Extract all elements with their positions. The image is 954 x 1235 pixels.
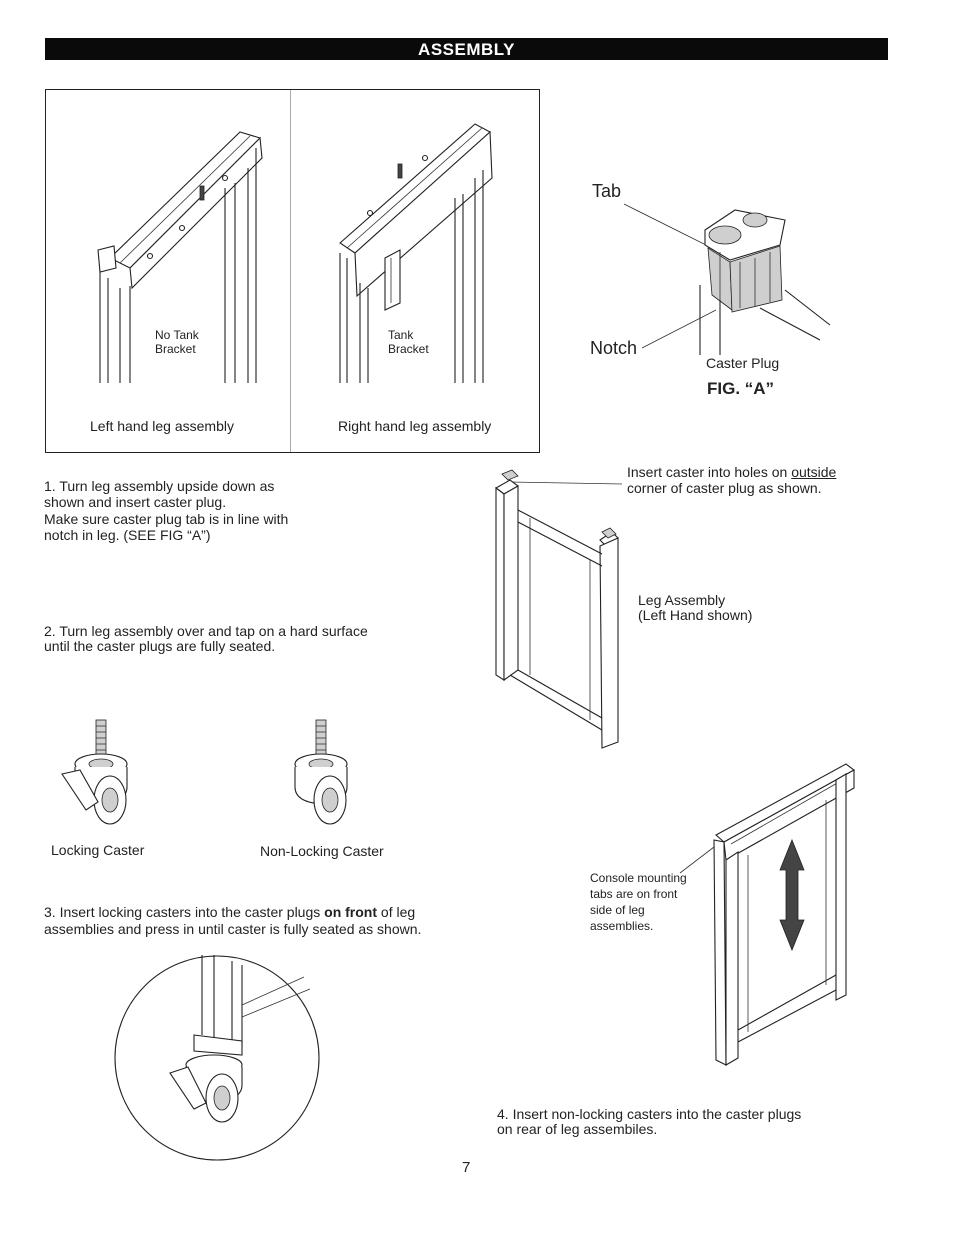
non-locking-caster-label: Non-Locking Caster [260, 843, 384, 859]
step1-line1: 1. Turn leg assembly upside down as [44, 478, 275, 494]
step1-line4: notch in leg. (SEE FIG “A”) [44, 527, 211, 543]
right-label-line1: Tank [388, 328, 414, 342]
console-note-line4: assemblies. [590, 919, 654, 933]
non-locking-caster-illustration [294, 719, 348, 825]
console-note-line2: tabs are on front [590, 887, 678, 901]
figure-divider [290, 90, 291, 452]
left-leg-illustration [97, 131, 263, 383]
locking-caster-illustration [61, 719, 128, 825]
step1-line2: shown and insert caster plug. [44, 494, 227, 510]
step4-line2: on rear of leg assembiles. [497, 1121, 658, 1137]
section-header: ASSEMBLY [45, 38, 888, 60]
left-label-line1: No Tank [155, 328, 199, 342]
fig-a-tab-label: Tab [592, 181, 622, 201]
console-note-line1: Console mounting [590, 871, 687, 885]
caster-insert-line2: corner of caster plug as shown. [627, 480, 822, 496]
step2-line2: until the caster plugs are fully seated. [44, 638, 276, 654]
caster-plug-illustration [623, 203, 831, 355]
left-caption: Left hand leg assembly [90, 418, 234, 434]
console-pointer-line [679, 846, 715, 874]
leg-assembly-line2: (Left Hand shown) [638, 607, 753, 623]
step1-line3: Make sure caster plug tab is in line wit… [44, 511, 289, 527]
frame-illustration [713, 763, 856, 1066]
console-note-line3: side of leg [590, 903, 645, 917]
page-number: 7 [462, 1159, 471, 1176]
right-caption: Right hand leg assembly [338, 418, 492, 434]
leg-assembly-line1: Leg Assembly [638, 592, 726, 608]
step3-line2: assemblies and press in until caster is … [44, 921, 422, 937]
right-leg-illustration [339, 123, 493, 383]
step2-line1: 2. Turn leg assembly over and tap on a h… [44, 623, 368, 639]
locking-caster-label: Locking Caster [51, 842, 145, 858]
upside-down-leg-illustration [495, 469, 623, 749]
right-label-line2: Bracket [388, 342, 429, 356]
fig-a-title: FIG. “A” [707, 379, 775, 398]
caster-detail-circle [114, 955, 320, 1161]
caster-insert-line1: Insert caster into holes on outside [627, 464, 837, 480]
fig-a-caster-plug-label: Caster Plug [706, 355, 780, 371]
fig-a-notch-label: Notch [590, 338, 638, 358]
leg-assembly-figure-box [45, 89, 540, 453]
left-label-line2: Bracket [155, 342, 196, 356]
step4-line1: 4. Insert non-locking casters into the c… [497, 1106, 802, 1122]
step3-line1: 3. Insert locking casters into the caste… [44, 904, 416, 920]
